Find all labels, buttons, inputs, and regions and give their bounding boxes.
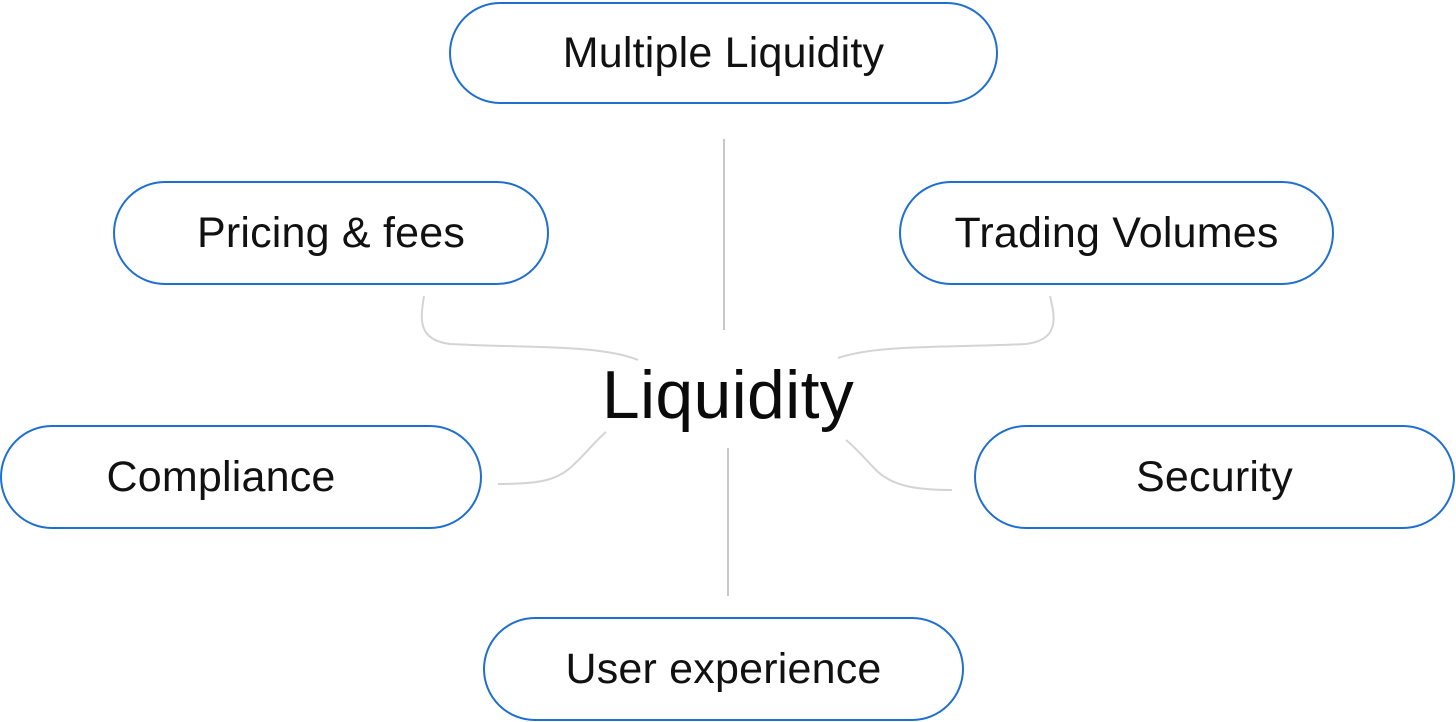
node-user-experience: User experience (483, 617, 964, 721)
node-user-experience-label: User experience (565, 644, 882, 693)
node-compliance-label: Compliance (106, 452, 336, 501)
node-pricing-fees-label: Pricing & fees (196, 208, 466, 257)
node-pricing-fees: Pricing & fees (113, 181, 549, 285)
node-security-label: Security (1136, 452, 1293, 501)
center-node-liquidity: Liquidity (601, 357, 855, 433)
node-security: Security (974, 425, 1455, 529)
node-multiple-liquidity-label: Multiple Liquidity (562, 28, 885, 77)
connector-pricing-fees (420, 295, 639, 361)
connector-security (845, 439, 953, 491)
connector-trading-volumes (837, 295, 1055, 359)
node-trading-volumes: Trading Volumes (899, 181, 1334, 285)
node-compliance: Compliance (0, 425, 482, 529)
node-multiple-liquidity: Multiple Liquidity (449, 2, 998, 104)
connector-compliance (497, 431, 607, 485)
node-trading-volumes-label: Trading Volumes (954, 208, 1279, 257)
